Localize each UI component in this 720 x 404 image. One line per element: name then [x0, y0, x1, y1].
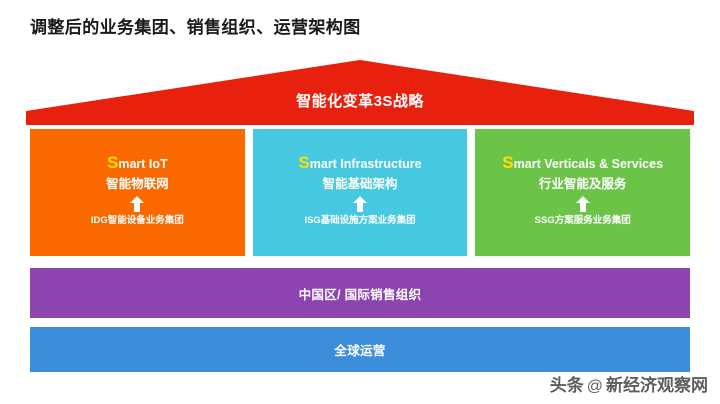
watermark-account: 新经济观察网 — [606, 376, 708, 395]
pillar-en-rest: mart Infrastructure — [309, 157, 422, 171]
pillar-cn-title: 智能物联网 — [106, 177, 169, 191]
pillar-en-rest: mart IoT — [118, 157, 168, 171]
roof-shape-icon — [26, 60, 694, 125]
pillars-row: Smart IoT 智能物联网 IDG智能设备业务集团 Smart Infras… — [30, 129, 691, 256]
roof-banner: 智能化变革3S战略 — [26, 60, 694, 125]
pillar-smart-iot[interactable]: Smart IoT 智能物联网 IDG智能设备业务集团 — [30, 129, 245, 256]
up-arrow-icon — [353, 195, 367, 212]
pillar-subtitle: IDG智能设备业务集团 — [90, 214, 184, 226]
up-arrow-icon — [130, 195, 145, 212]
up-arrow-icon — [575, 195, 590, 212]
pillar-en-title: Smart Verticals & Services — [502, 154, 663, 171]
watermark: 头条 @ 新经济观察网 — [550, 371, 708, 396]
pillar-cn-title: 行业智能及服务 — [538, 177, 627, 191]
pillar-initial-letter: S — [298, 153, 310, 172]
watermark-brand: 头条 — [549, 376, 584, 395]
pillar-smart-verticals-services[interactable]: Smart Verticals & Services 行业智能及服务 SSG方案… — [475, 129, 691, 256]
bar-sales-organization[interactable]: 中国区/ 国际销售组织 — [30, 268, 690, 318]
pillar-subtitle: SSG方案服务业务集团 — [534, 214, 631, 226]
watermark-at-icon: @ — [586, 378, 603, 395]
pillar-en-title: Smart Infrastructure — [298, 154, 421, 171]
bar-label: 全球运营 — [334, 344, 386, 358]
pillar-en-rest: mart Verticals & Services — [513, 157, 664, 171]
pillar-smart-infrastructure[interactable]: Smart Infrastructure 智能基础架构 ISG基础设施方案业务集… — [252, 129, 468, 256]
bar-label: 中国区/ 国际销售组织 — [298, 287, 422, 302]
pillar-cn-title: 智能基础架构 — [322, 177, 398, 191]
pillar-subtitle: ISG基础设施方案业务集团 — [304, 214, 416, 226]
pillar-initial-letter: S — [107, 153, 119, 172]
pillar-en-title: Smart IoT — [107, 154, 168, 171]
bar-global-operations[interactable]: 全球运营 — [30, 327, 690, 372]
page-title: 调整后的业务集团、销售组织、运营架构图 — [30, 18, 361, 37]
pillar-initial-letter: S — [502, 153, 514, 172]
roof-strategy-label: 智能化变革3S战略 — [296, 93, 424, 110]
